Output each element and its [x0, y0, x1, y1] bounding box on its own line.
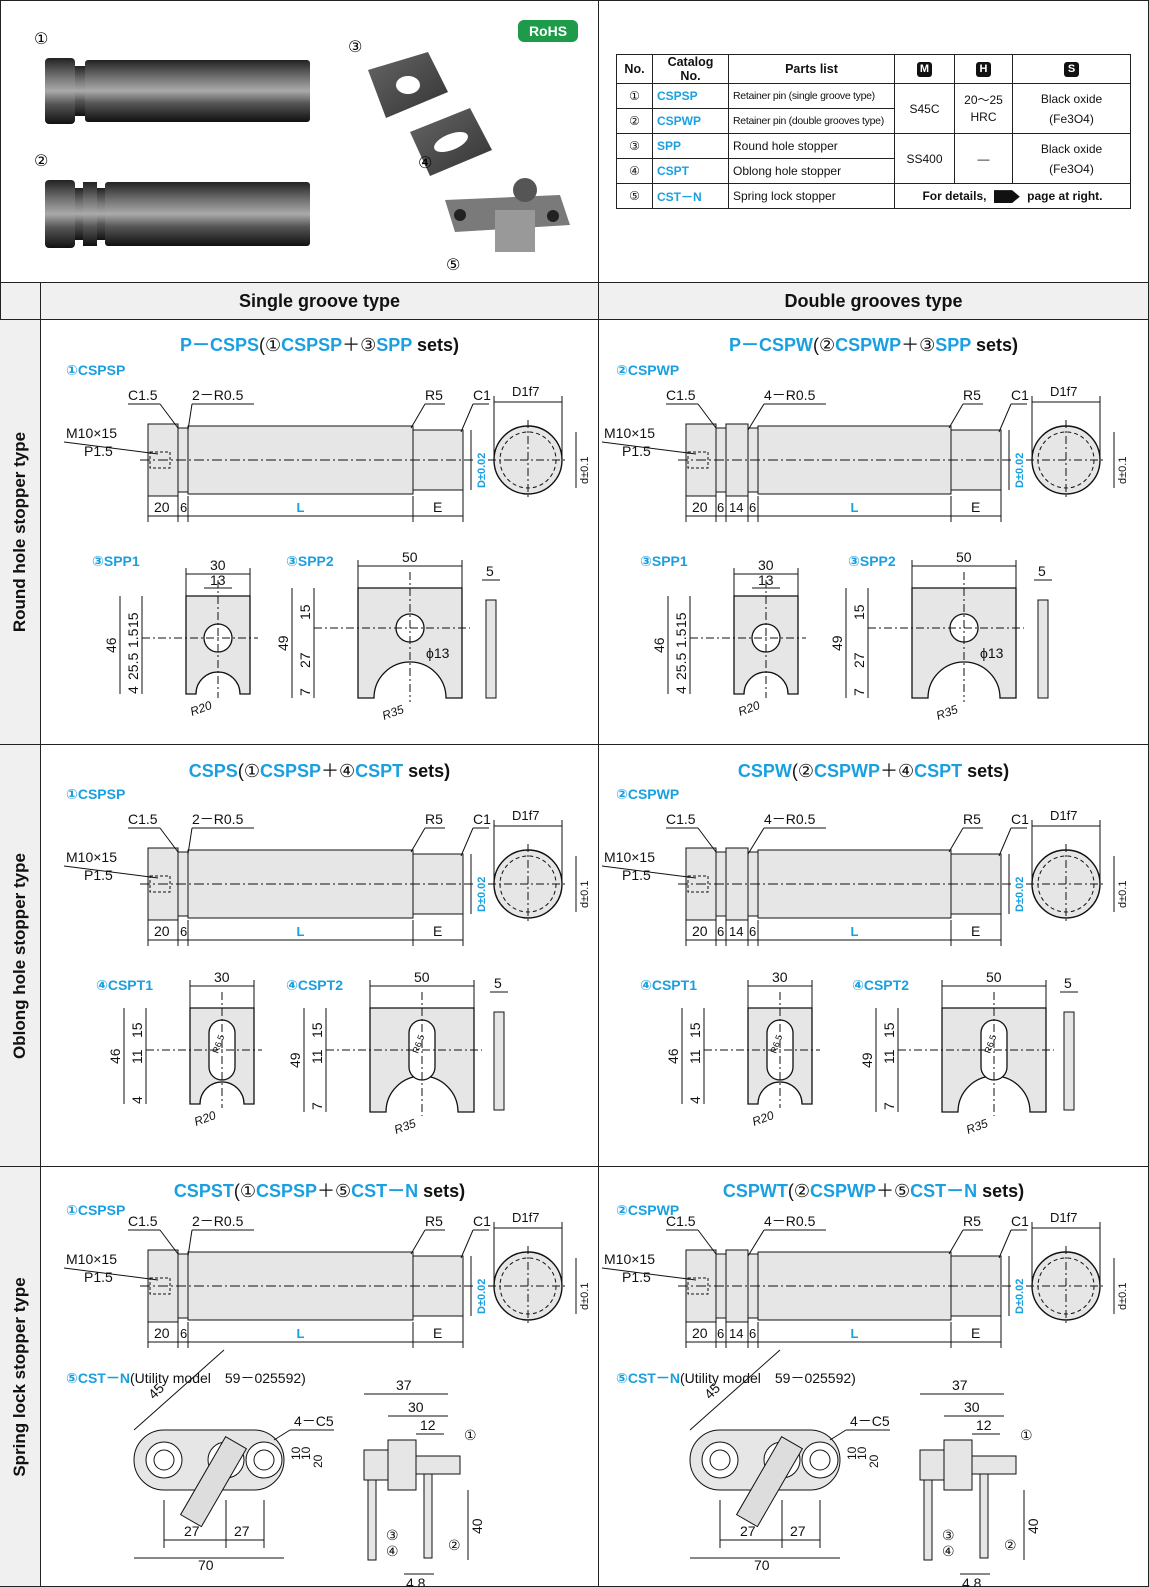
parts-table: No. Catalog No. Parts list M H S ① CSPSP…: [616, 54, 1131, 209]
set-title-spring-single: CSPST(①CSPSP＋⑤CST－N sets): [173, 1181, 466, 1201]
label-spp2-single: ③SPP2: [286, 553, 334, 569]
product-photos: RoHS: [0, 0, 598, 280]
photo-label-3: ③: [348, 39, 362, 56]
photo-label-2: ②: [34, 153, 48, 170]
label-spp1-double: ③SPP1: [640, 553, 688, 569]
photo-label-5: ⑤: [446, 257, 460, 274]
label-spp1-single: ③SPP1: [92, 553, 140, 569]
top-row-border: [0, 282, 1149, 283]
table-row: ② CSPWP Retainer pin (double grooves typ…: [616, 108, 1131, 134]
table-row: ④ CSPT Oblong hole stopper: [616, 158, 1131, 184]
label-cspwp-oblong: ②CSPWP: [616, 786, 680, 802]
label-column-border: [40, 282, 41, 1587]
label-cspsp-round: ①CSPSP: [66, 362, 126, 378]
oblong-row-border: [0, 1166, 1149, 1167]
label-cspsp-spring: ①CSPSP: [66, 1202, 126, 1218]
row-label-round: Round hole stopper type: [0, 320, 40, 744]
label-cspsp-oblong: ①CSPSP: [66, 786, 126, 802]
label-cspwp-spring: ②CSPWP: [616, 1202, 680, 1218]
details-link[interactable]: For details, page at right.: [894, 183, 1131, 209]
pin-double-photo: [45, 180, 310, 248]
label-cspt2-double: ④CSPT2: [852, 977, 909, 993]
spring-lock-photo: [445, 178, 570, 252]
set-title-oblong-single: CSPS(①CSPSP＋④CSPT sets): [188, 761, 451, 781]
label-cspt1-single: ④CSPT1: [96, 977, 153, 993]
header-parts: Parts list: [728, 54, 895, 84]
round-stopper-photo: [368, 52, 448, 118]
col-head-single: Single groove type: [41, 283, 598, 319]
parts-table-header: No. Catalog No. Parts list M H S: [616, 54, 1131, 84]
col-head-double: Double grooves type: [599, 283, 1148, 319]
pin-single-photo: [45, 58, 310, 124]
table-row: ① CSPSP Retainer pin (single groove type…: [616, 83, 1131, 134]
page-arrow-icon: [993, 190, 1020, 204]
set-title-round-single: P－CSPS(①CSPSP＋③SPP sets): [179, 335, 460, 355]
row-label-oblong: Oblong hole stopper type: [0, 745, 40, 1166]
label-cspwp-round: ②CSPWP: [616, 362, 680, 378]
set-title-oblong-double: CSPW(②CSPWP＋④CSPT sets): [737, 761, 1010, 781]
top-divider: [598, 0, 599, 1587]
round-row-border: [0, 744, 1149, 745]
header-surface: S: [1012, 54, 1131, 84]
rohs-badge: RoHS: [518, 20, 578, 42]
row-label-spring: Spring lock stopper type: [0, 1167, 40, 1586]
photo-label-4: ④: [418, 155, 432, 172]
label-spp2-double: ③SPP2: [848, 553, 896, 569]
oblong-stopper-photo: [410, 108, 492, 176]
set-title-spring-double: CSPWT(②CSPWP＋⑤CST－N sets): [722, 1181, 1025, 1201]
header-hardness: H: [954, 54, 1013, 84]
header-row-border: [0, 319, 1149, 320]
photo-label-1: ①: [34, 31, 48, 48]
header-no: No.: [616, 54, 653, 84]
photo-illustrations: ① ② ③ ④ ⑤: [34, 31, 570, 274]
header-catalog: Catalog No.: [652, 54, 729, 84]
table-row: ⑤ CST－N Spring lock stopper For details,…: [616, 183, 1131, 209]
label-cstn-double: ⑤CST－N(Utility model 59－025592): [616, 1370, 856, 1386]
table-row: ③ SPP Round hole stopper SS400 — Black o…: [616, 133, 1131, 184]
label-cspt1-double: ④CSPT1: [640, 977, 697, 993]
corner-cell: [1, 283, 40, 319]
label-cspt2-single: ④CSPT2: [286, 977, 343, 993]
label-cstn-single: ⑤CST－N(Utility model 59－025592): [66, 1370, 306, 1386]
set-title-round-double: P－CSPW(②CSPWP＋③SPP sets): [728, 335, 1019, 355]
header-material: M: [894, 54, 955, 84]
